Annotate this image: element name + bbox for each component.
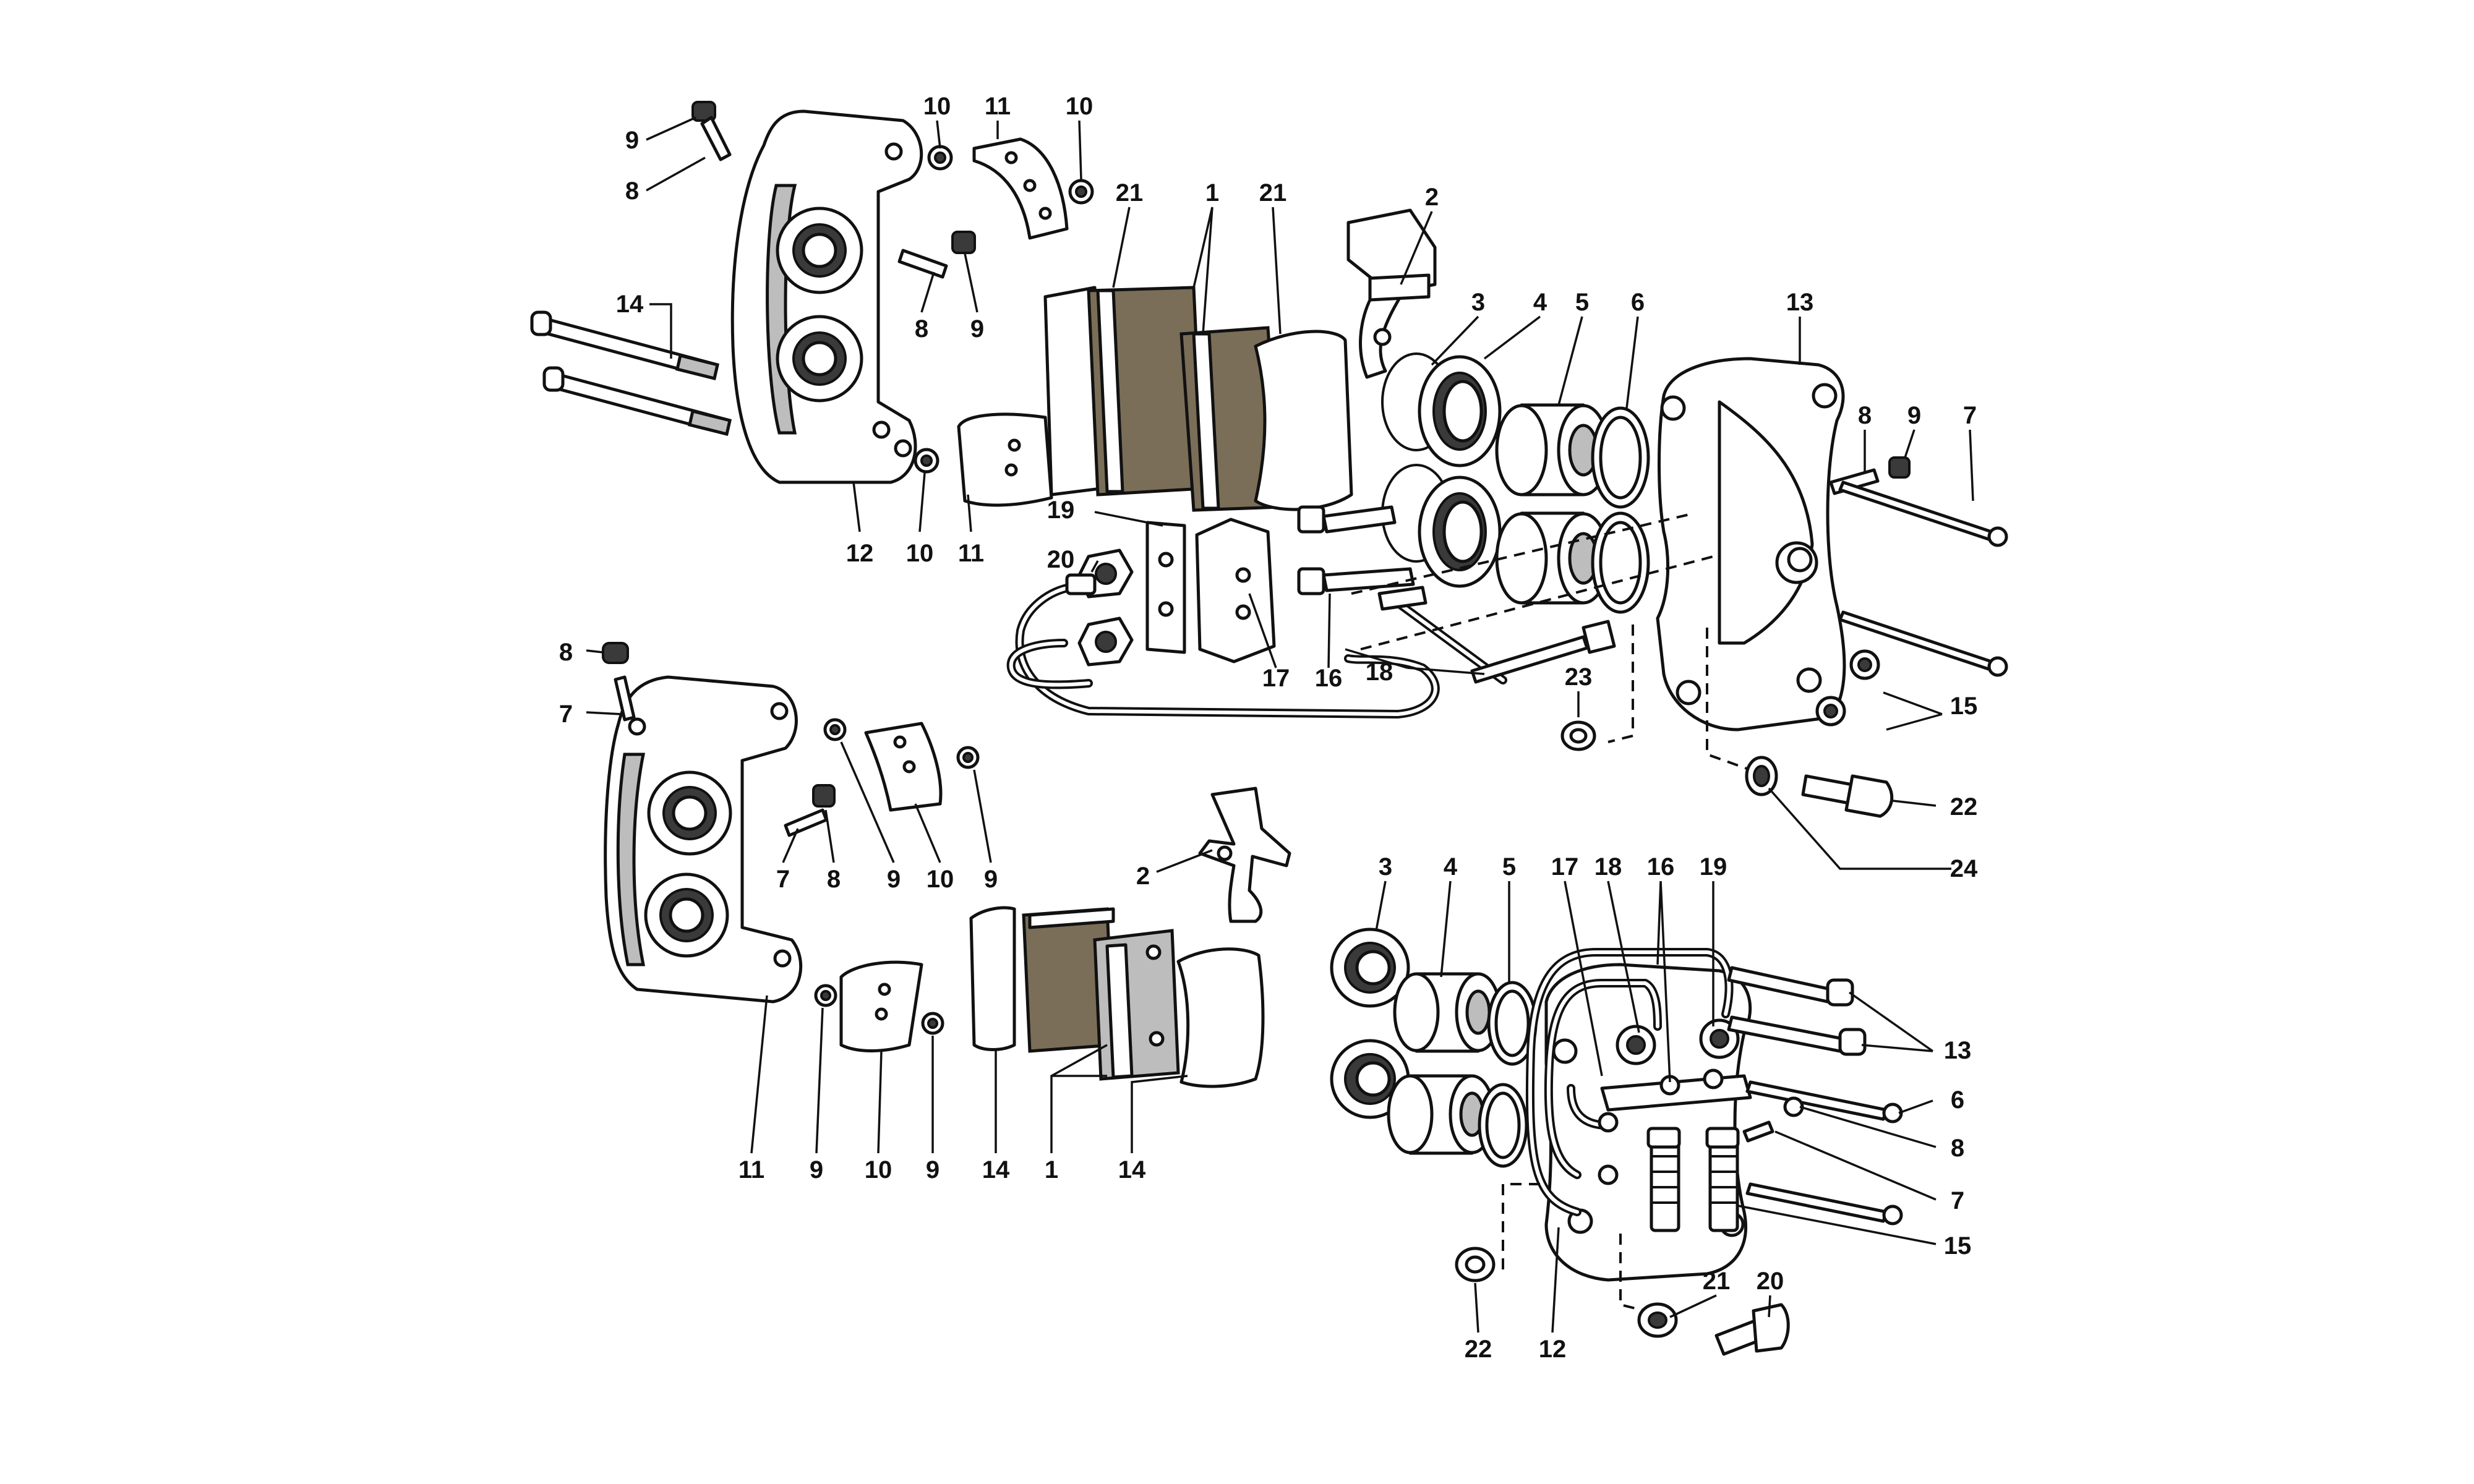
callout-18: 18 — [1594, 853, 1622, 881]
callout-6: 6 — [1631, 289, 1645, 316]
callout-17: 17 — [1262, 665, 1290, 692]
callout-21: 21 — [1116, 179, 1144, 207]
callout-7: 7 — [1963, 402, 1977, 429]
callout-10: 10 — [906, 540, 934, 567]
bottom-right-bridge-plate — [1600, 1018, 1752, 1112]
callout-8: 8 — [827, 866, 841, 893]
callout-23: 23 — [1565, 663, 1593, 691]
callout-20: 20 — [1757, 1268, 1784, 1295]
callout-8: 8 — [1951, 1135, 1964, 1162]
top-left-caliper-half — [730, 109, 923, 484]
callout-2: 2 — [1136, 863, 1150, 890]
callout-9: 9 — [970, 315, 984, 343]
leader-lines — [586, 116, 1974, 1333]
top-anti-rattle-spring — [1346, 208, 1437, 379]
callout-21: 21 — [1259, 179, 1287, 207]
top-retaining-plates — [957, 137, 1069, 507]
callout-12: 12 — [1539, 1336, 1567, 1363]
top-long-bolts — [530, 310, 732, 437]
callout-5: 5 — [1502, 853, 1516, 881]
top-brake-pipe — [1006, 505, 1616, 719]
callout-4: 4 — [1444, 853, 1458, 881]
callout-3: 3 — [1471, 289, 1485, 316]
callout-14: 14 — [982, 1156, 1010, 1183]
callout-14: 14 — [616, 291, 644, 318]
callout-8: 8 — [915, 315, 928, 343]
bottom-right-caliper — [1544, 963, 1752, 1282]
callout-8: 8 — [625, 177, 639, 205]
callout-15: 15 — [1944, 1232, 1972, 1260]
callout-24: 24 — [1950, 855, 1978, 882]
top-seals-pistons — [1381, 352, 1650, 614]
top-brake-pads — [1043, 286, 1353, 512]
callout-17: 17 — [1551, 853, 1579, 881]
callout-21: 21 — [1703, 1268, 1731, 1295]
callout-7: 7 — [559, 701, 573, 728]
callout-19: 19 — [1047, 497, 1075, 524]
callout-15: 15 — [1950, 693, 1978, 720]
callout-5: 5 — [1575, 289, 1589, 316]
callout-22: 22 — [1465, 1336, 1492, 1363]
top-dashed-guides — [1351, 512, 1751, 771]
callout-8: 8 — [1858, 402, 1872, 429]
callout-10: 10 — [923, 93, 951, 120]
callout-20: 20 — [1047, 546, 1075, 573]
callout-3: 3 — [1379, 853, 1392, 881]
bottom-left-spring — [1198, 787, 1291, 923]
bottom-right-bolts-rods — [1598, 966, 1903, 1226]
callout-11: 11 — [958, 540, 984, 567]
callout-13: 13 — [1944, 1037, 1972, 1064]
callout-10: 10 — [1066, 93, 1094, 120]
callout-7: 7 — [776, 866, 790, 893]
callout-22: 22 — [1950, 793, 1978, 821]
callout-14: 14 — [1118, 1156, 1146, 1183]
callout-9: 9 — [810, 1156, 823, 1183]
callout-10: 10 — [865, 1156, 892, 1183]
callout-4: 4 — [1533, 289, 1547, 316]
callout-18: 18 — [1366, 659, 1393, 686]
bottom-right-brake-pipe — [1525, 948, 1734, 1216]
callout-9: 9 — [887, 866, 901, 893]
callout-9: 9 — [625, 127, 639, 154]
callout-11: 11 — [985, 93, 1011, 120]
top-bolt-washer — [1745, 756, 1894, 818]
callout-13: 13 — [1786, 289, 1814, 316]
top-right-caliper-half — [1656, 357, 1846, 731]
callout-1: 1 — [1045, 1156, 1058, 1183]
callout-7: 7 — [1951, 1187, 1964, 1214]
callout-12: 12 — [846, 540, 874, 567]
callout-16: 16 — [1647, 853, 1675, 881]
top-bleeder-rods — [1815, 456, 2008, 727]
callout-9: 9 — [926, 1156, 940, 1183]
bottom-left-caliper — [604, 675, 803, 1004]
top-bleed-screw — [691, 101, 976, 279]
callout-2: 2 — [1425, 184, 1439, 211]
callout-9: 9 — [984, 866, 998, 893]
callout-6: 6 — [1951, 1086, 1964, 1114]
callout-labels: 9 8 10 11 10 21 1 21 2 14 8 9 3 4 5 6 13… — [559, 93, 1978, 1363]
callout-1: 1 — [1205, 179, 1219, 207]
callout-9: 9 — [1907, 402, 1921, 429]
top-bridge-plates — [1065, 518, 1276, 667]
bottom-left-plates — [814, 718, 980, 1052]
callout-8: 8 — [559, 639, 573, 666]
callout-11: 11 — [738, 1156, 764, 1183]
bottom-right-fittings — [1646, 1127, 1740, 1232]
callout-16: 16 — [1315, 665, 1343, 692]
callout-10: 10 — [927, 866, 954, 893]
bottom-left-bleeders — [602, 642, 836, 837]
bottom-left-pads — [969, 906, 1265, 1088]
bottom-right-dashed-guides — [1455, 1183, 1790, 1356]
bottom-right-seals-pistons — [1330, 927, 1538, 1168]
callout-19: 19 — [1700, 853, 1727, 881]
